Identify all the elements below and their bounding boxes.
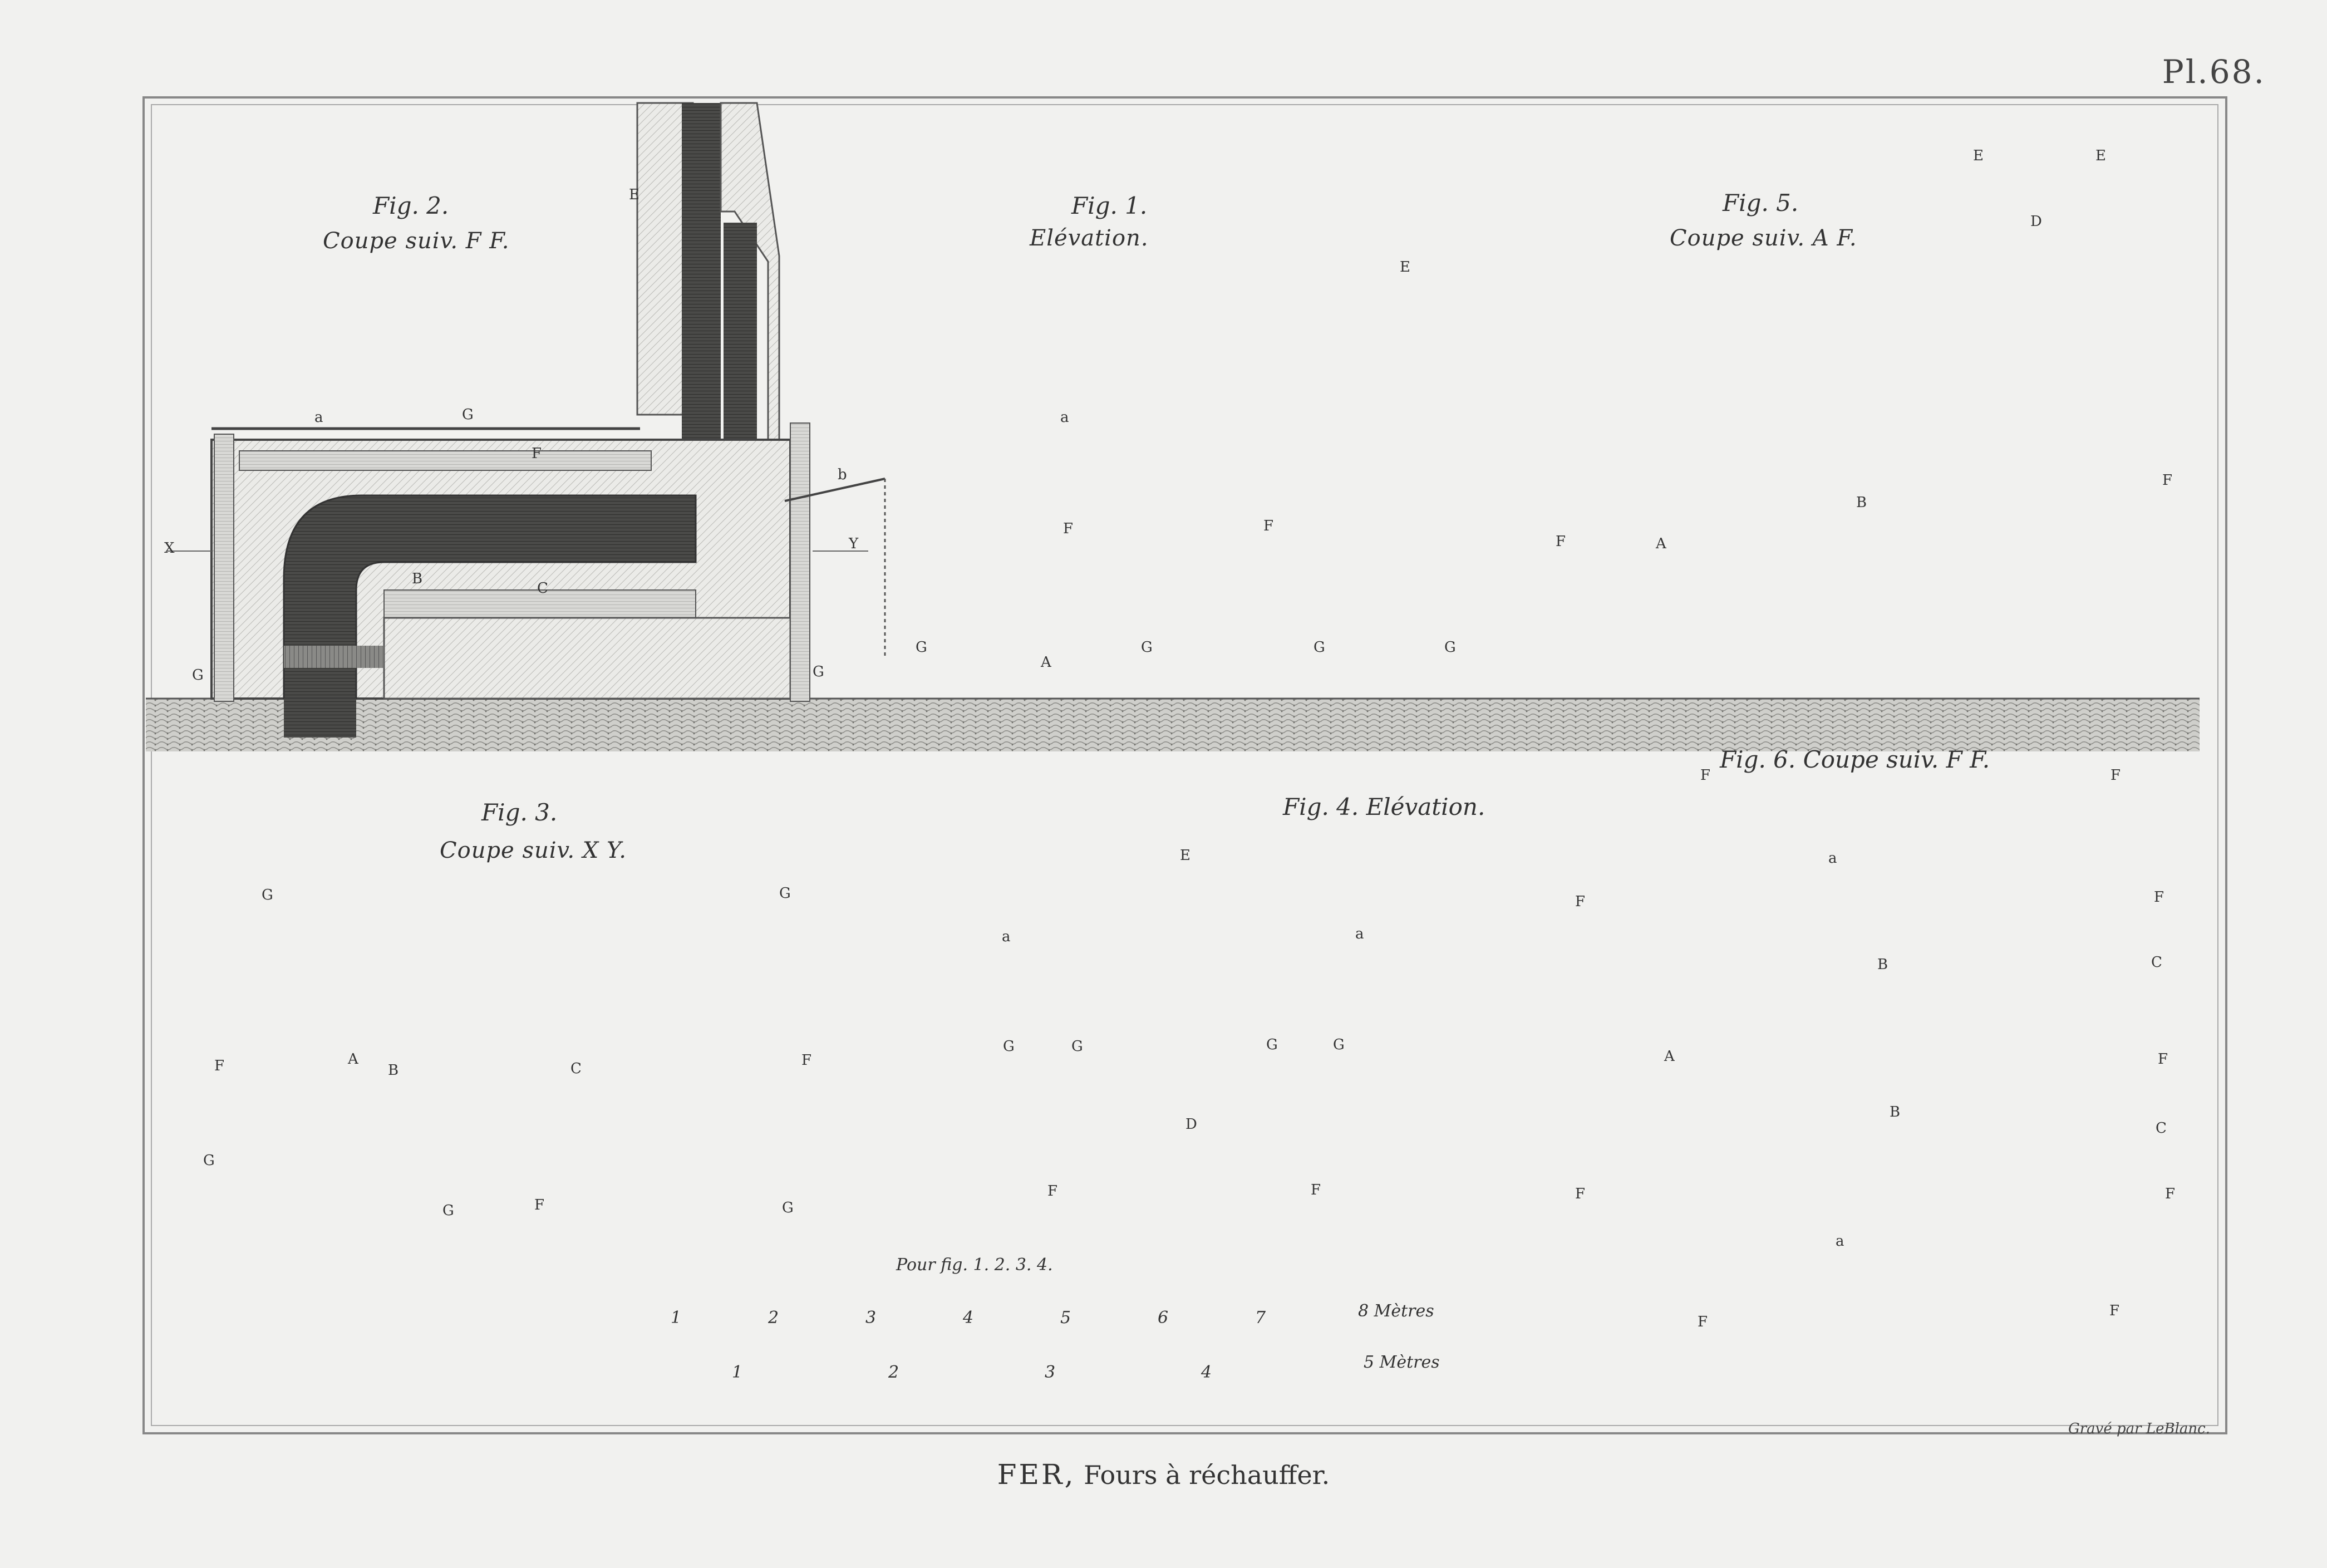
fig5-subtitle: Coupe suiv. A F. bbox=[1670, 225, 1857, 251]
letter-g: G bbox=[442, 1202, 454, 1219]
letter-f: F bbox=[1698, 1314, 1708, 1330]
letter-e: E bbox=[2095, 148, 2106, 164]
letter-f: F bbox=[2158, 1051, 2168, 1068]
fig3-title: Fig. 3. bbox=[481, 799, 558, 826]
letter-f: F bbox=[1047, 1183, 1058, 1200]
outer-border bbox=[142, 96, 2227, 1434]
letter-a-cap: A bbox=[1664, 1048, 1675, 1065]
letter-g: G bbox=[782, 1200, 794, 1216]
letter-f: F bbox=[1263, 518, 1274, 534]
fig6-title: Fig. 6. Coupe suiv. F F. bbox=[1720, 746, 1990, 773]
letter-g: G bbox=[1444, 639, 1456, 656]
letter-y: Y bbox=[849, 535, 859, 552]
letter-a-cap: A bbox=[1041, 654, 1051, 671]
letter-b: B bbox=[412, 571, 423, 587]
letter-c: C bbox=[570, 1060, 582, 1077]
letter-g: G bbox=[462, 406, 474, 423]
letter-b: B bbox=[1877, 956, 1888, 973]
scale2-tick-1: 1 bbox=[732, 1363, 743, 1382]
scale1-tick-5: 5 bbox=[1060, 1308, 1071, 1328]
letter-e: E bbox=[1400, 259, 1410, 276]
letter-f: F bbox=[1575, 1186, 1586, 1202]
letter-a: a bbox=[1828, 850, 1837, 867]
letter-a: a bbox=[1355, 926, 1364, 942]
letter-g: G bbox=[1003, 1038, 1015, 1055]
letter-g: G bbox=[813, 663, 824, 680]
letter-b: B bbox=[1856, 494, 1867, 511]
caption-rest: Fours à réchauffer. bbox=[1084, 1460, 1330, 1490]
letter-e: E bbox=[1180, 847, 1190, 864]
letter-g: G bbox=[262, 887, 273, 903]
letter-e: E bbox=[1973, 148, 1984, 164]
letter-f: F bbox=[2165, 1186, 2176, 1202]
letter-a: a bbox=[1002, 928, 1011, 945]
scale1-tick-2: 2 bbox=[768, 1308, 779, 1328]
letter-g: G bbox=[192, 667, 204, 684]
letter-g: G bbox=[1313, 639, 1325, 656]
letter-c: C bbox=[537, 580, 548, 597]
letter-e: E bbox=[629, 186, 639, 203]
letter-g: G bbox=[779, 885, 791, 902]
fig4-title: Fig. 4. Elévation. bbox=[1283, 793, 1485, 820]
letter-g: G bbox=[1266, 1036, 1278, 1053]
inner-border bbox=[151, 104, 2218, 1426]
letter-f: F bbox=[1311, 1182, 1321, 1198]
fig1-title: Fig. 1. bbox=[1071, 192, 1148, 219]
letter-g: G bbox=[916, 639, 927, 656]
scale1-tick-1: 1 bbox=[671, 1308, 682, 1328]
scale1-tick-6: 6 bbox=[1158, 1308, 1169, 1328]
letter-a: a bbox=[1836, 1233, 1844, 1250]
scale1-unit: 8 Mètres bbox=[1358, 1301, 1434, 1321]
letter-c: C bbox=[2151, 954, 2162, 971]
letter-f: F bbox=[1700, 767, 1711, 784]
letter-f: F bbox=[801, 1052, 812, 1069]
letter-f: F bbox=[2110, 767, 2121, 784]
fig5-title: Fig. 5. bbox=[1723, 189, 1799, 217]
scale2-tick-2: 2 bbox=[888, 1363, 899, 1382]
ground-strip bbox=[146, 699, 2200, 751]
letter-g: G bbox=[1071, 1038, 1083, 1055]
letter-d: D bbox=[1185, 1116, 1197, 1133]
scale1-tick-4: 4 bbox=[963, 1308, 974, 1328]
letter-f: F bbox=[532, 445, 542, 462]
letter-g: G bbox=[1141, 639, 1153, 656]
fig2-title: Fig. 2. bbox=[373, 192, 449, 219]
caption-main: FER, bbox=[997, 1458, 1076, 1491]
scale2-tick-3: 3 bbox=[1045, 1363, 1056, 1382]
letter-f: F bbox=[2162, 472, 2173, 489]
letter-f: F bbox=[1556, 533, 1566, 550]
fig3-subtitle: Coupe suiv. X Y. bbox=[440, 838, 627, 863]
letter-f: F bbox=[2109, 1302, 2120, 1319]
letter-a-cap: A bbox=[1656, 535, 1666, 552]
scale1-tick-7: 7 bbox=[1255, 1308, 1266, 1328]
fig2-section-drawing bbox=[167, 102, 886, 738]
scale2-unit: 5 Mètres bbox=[1364, 1353, 1440, 1372]
letter-c: C bbox=[2156, 1120, 2167, 1137]
letter-a: a bbox=[314, 409, 323, 426]
fig1-subtitle: Elévation. bbox=[1030, 225, 1149, 251]
engraver-credit: Gravé par LeBlanc. bbox=[2068, 1420, 2210, 1437]
letter-f: F bbox=[1575, 893, 1586, 910]
scale2-tick-4: 4 bbox=[1201, 1363, 1212, 1382]
scale1-tick-3: 3 bbox=[865, 1308, 877, 1328]
letter-f: F bbox=[534, 1197, 545, 1213]
letter-b: B bbox=[388, 1062, 399, 1079]
letter-f: F bbox=[214, 1058, 225, 1074]
scale-title: Pour fig. 1. 2. 3. 4. bbox=[896, 1255, 1053, 1275]
fig2-subtitle: Coupe suiv. F F. bbox=[323, 228, 510, 254]
letter-g: G bbox=[1333, 1036, 1345, 1053]
letter-a: a bbox=[1060, 409, 1069, 426]
letter-a-cap: A bbox=[348, 1051, 358, 1068]
letter-f: F bbox=[1063, 520, 1074, 537]
plate-caption: FER, Fours à réchauffer. bbox=[0, 1458, 2327, 1491]
plate-number: Pl.68. bbox=[2162, 53, 2266, 91]
letter-b: B bbox=[1890, 1104, 1901, 1120]
letter-x: X bbox=[164, 540, 175, 557]
letter-f: F bbox=[2154, 889, 2164, 906]
letter-b-small: b bbox=[838, 466, 847, 483]
letter-d: D bbox=[2030, 213, 2042, 230]
letter-g: G bbox=[203, 1152, 215, 1169]
